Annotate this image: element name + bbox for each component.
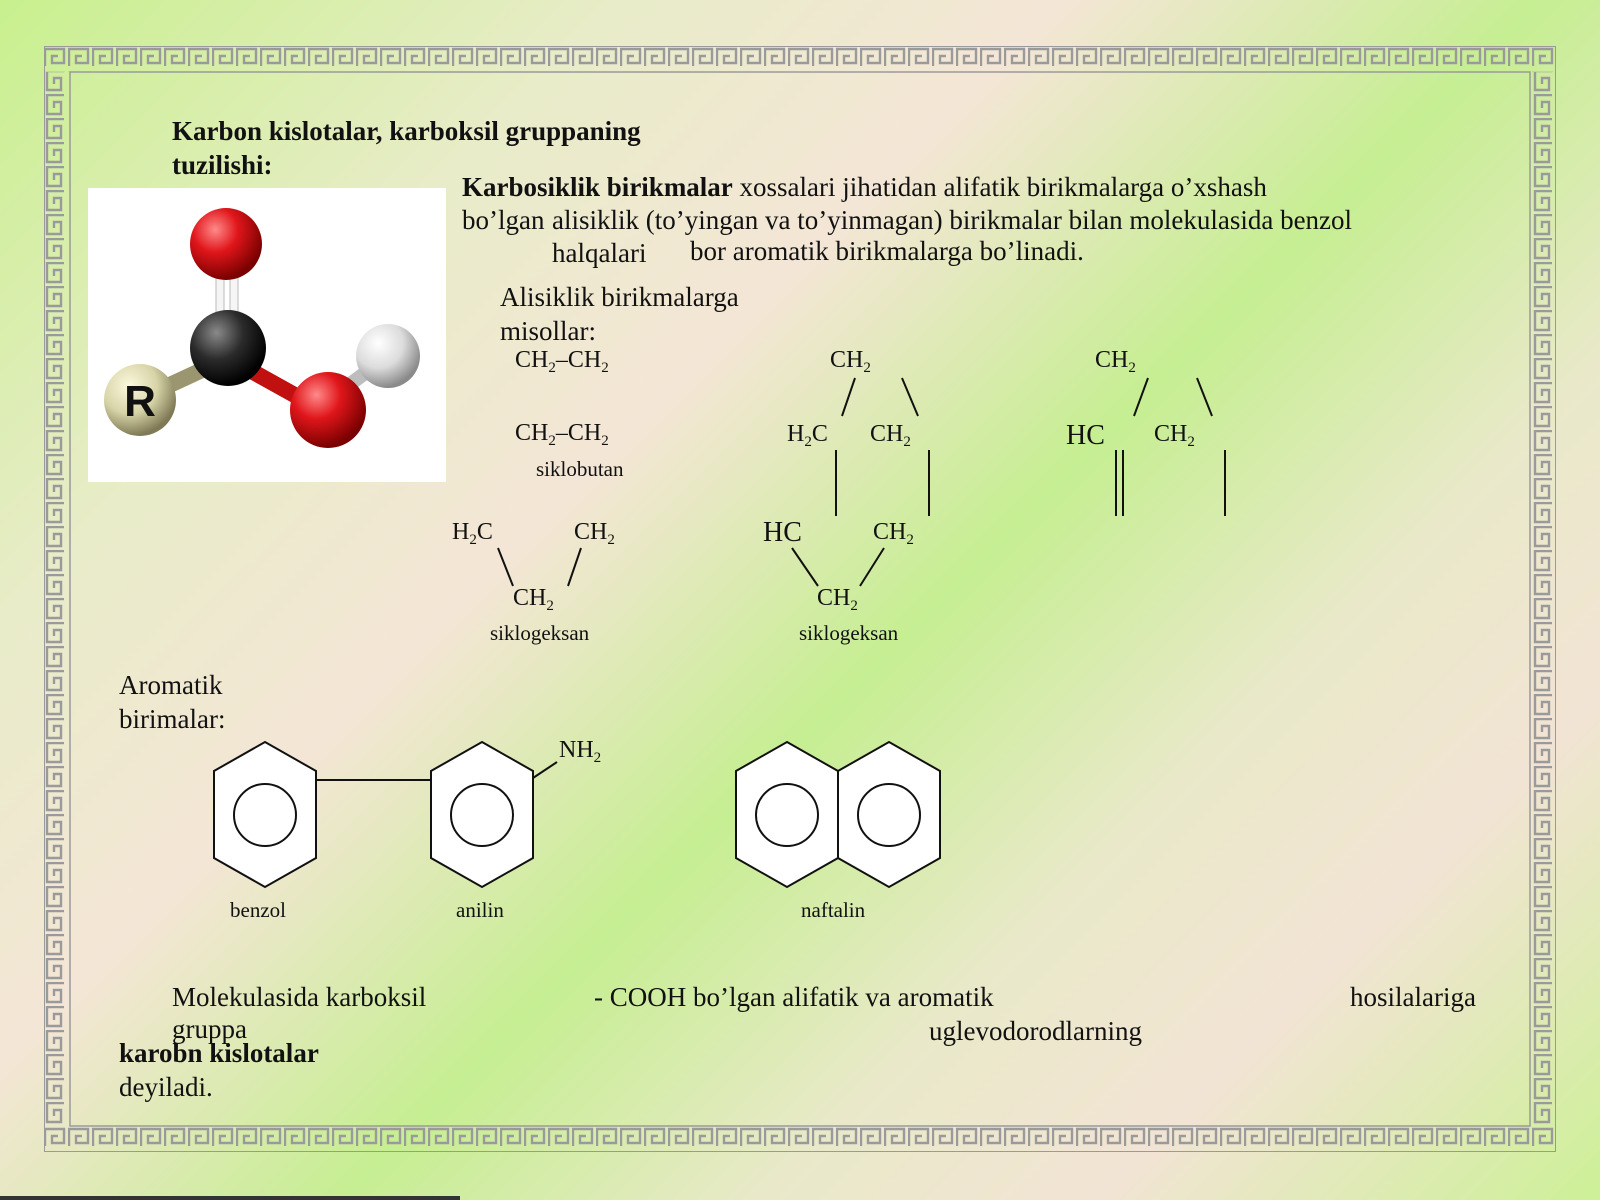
r-label: R: [124, 377, 156, 426]
alicyclic-title-line1: Alisiklik birikmalarga: [500, 282, 739, 312]
cyclobutane-name: siklobutan: [536, 457, 624, 481]
svg-text:CH2: CH2: [574, 519, 615, 548]
conclusion-term: karobn kislotalar: [119, 1038, 319, 1068]
heading-line1: Karbon kislotalar, karboksil gruppaning: [172, 116, 641, 146]
intro-part2b: alisiklik (to’yingan va to’yinmagan) bir…: [552, 205, 1353, 235]
benzol-label: benzol: [230, 898, 286, 922]
amine-group: NH2: [559, 737, 601, 766]
ball-stick-model: R: [104, 208, 420, 448]
greek-key-border: [44, 46, 1556, 1152]
border-right: [1530, 72, 1556, 1126]
svg-text:CH2–CH2: CH2–CH2: [515, 420, 609, 449]
border-top: [44, 46, 1556, 72]
amine-bond: [532, 761, 558, 779]
cyclohexene-structure: CH2 HC CH2: [1066, 347, 1226, 516]
aromatic-title-line2: birimalar:: [119, 704, 226, 734]
svg-text:CH2: CH2: [1095, 347, 1136, 376]
naftalin-rings: [735, 740, 941, 889]
conclusion-p3: uglevodorodlarning: [929, 1016, 1142, 1046]
intro-rest1: xossalari jihatidan alifatik birikmalarg…: [739, 172, 1267, 202]
border-bottom: [44, 1126, 1556, 1152]
carboxyl-molecule-image: R: [88, 188, 446, 482]
intro-bold-term: Karbosiklik birikmalar: [462, 172, 733, 202]
conclusion-p6: deyiladi.: [119, 1072, 213, 1102]
svg-text:CH2: CH2: [817, 585, 858, 614]
border-left: [44, 72, 70, 1126]
r-group-atom: [104, 364, 176, 436]
oxygen-atom-hydroxyl: [290, 372, 366, 448]
cyclobutane-structure: CH2–CH2 CH2–CH2 siklobutan: [515, 347, 624, 481]
cyclohexane-structure: CH2 H2C CH2 HC CH2 CH2 siklogeksan: [763, 347, 930, 645]
heading-line2: tuzilishi:: [172, 150, 273, 180]
svg-text:H2C: H2C: [452, 519, 493, 548]
svg-text:CH2: CH2: [513, 585, 554, 614]
aromatic-title-line1: Aromatik: [119, 670, 223, 700]
bottom-edge-strip: [0, 1196, 460, 1200]
hydrogen-atom: [356, 324, 420, 388]
intro-part3b: bor aromatik birikmalarga bo’linadi.: [690, 236, 1084, 266]
cyclopentane-name: siklogeksan: [490, 621, 590, 645]
cyclohexane-name: siklogeksan: [799, 621, 899, 645]
anilin-ring: [430, 740, 534, 889]
carbon-atom: [190, 310, 266, 386]
svg-text:H2C: H2C: [787, 421, 828, 450]
svg-text:HC: HC: [1066, 420, 1105, 451]
svg-text:CH2: CH2: [873, 519, 914, 548]
conclusion-p4: hosilalariga: [1350, 982, 1476, 1012]
svg-text:CH2: CH2: [1154, 421, 1195, 450]
intro-line1: Karbosiklik birikmalar xossalari jihatid…: [462, 172, 1267, 203]
naftalin-label: naftalin: [801, 898, 866, 922]
alicyclic-title-line2: misollar:: [500, 316, 596, 346]
conclusion-p1b: gruppa: [172, 1014, 247, 1044]
oxygen-atom-double: [190, 208, 262, 280]
benzol-ring: [213, 740, 317, 889]
svg-text:HC: HC: [763, 517, 802, 548]
intro-part2a: bo’lgan: [462, 205, 545, 235]
cyclopentane-structure: H2C CH2 CH2 siklogeksan: [452, 519, 615, 645]
conclusion-p1: Molekulasida karboksil: [172, 982, 427, 1012]
anilin-label: anilin: [456, 898, 504, 922]
conclusion-p2: - COOH bo’lgan alifatik va aromatik: [594, 982, 994, 1012]
intro-part3a: halqalari: [552, 238, 647, 268]
svg-text:CH2: CH2: [830, 347, 871, 376]
svg-text:CH2–CH2: CH2–CH2: [515, 347, 609, 376]
svg-text:CH2: CH2: [870, 421, 911, 450]
